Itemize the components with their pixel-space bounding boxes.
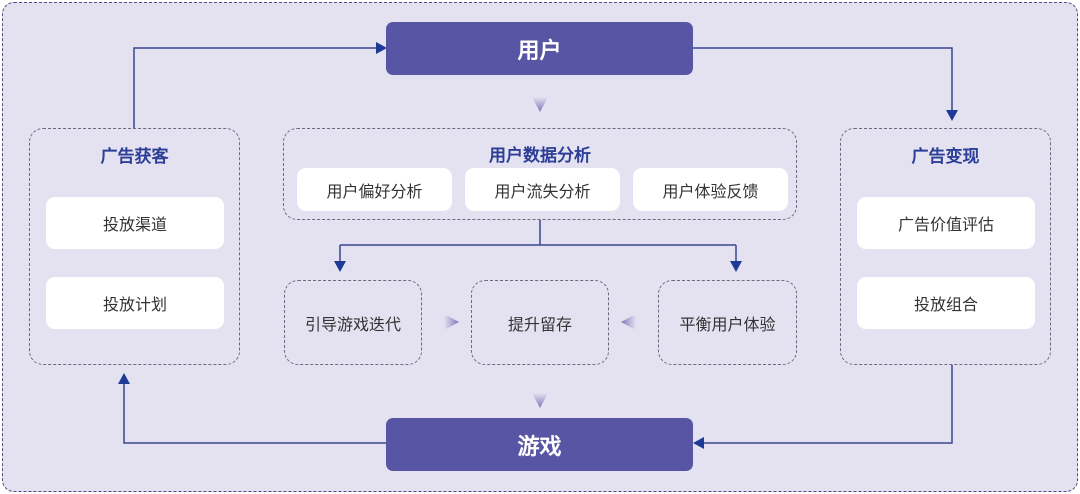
game-node: 游戏 [386,418,693,471]
list-item: 投放组合 [857,277,1035,329]
arrow-head-icon [946,110,958,121]
arrow-head-icon [334,261,346,272]
connector-game-to-acquisition [123,382,386,444]
list-item: 用户偏好分析 [297,168,452,211]
group-title: 用户数据分析 [489,146,591,166]
outcome-box: 提升留存 [471,280,609,365]
connector-monetization-to-game [703,365,953,444]
list-item: 投放渠道 [46,197,224,249]
arrow-head-icon [118,373,130,384]
outcome-box: 引导游戏迭代 [284,280,422,365]
connector-analysis-split [339,220,737,262]
list-item: 用户体验反馈 [633,168,788,211]
group-title: 广告获客 [100,147,169,167]
list-item: 投放计划 [46,277,224,329]
list-item: 用户流失分析 [465,168,620,211]
ad-monetization-group: 广告变现 广告价值评估 投放组合 [840,128,1051,365]
user-node: 用户 [386,22,693,75]
list-item: 广告价值评估 [857,197,1035,249]
group-title: 广告变现 [911,147,980,167]
gradient-triangle-icon [532,97,548,112]
user-data-analysis-group: 用户数据分析 用户偏好分析 用户流失分析 用户体验反馈 [283,128,797,220]
ad-acquisition-group: 广告获客 投放渠道 投放计划 [29,128,240,365]
gradient-triangle-icon [444,314,459,330]
connector-user-to-monetization [693,47,953,112]
connector-acquisition-to-user [133,47,376,128]
gradient-triangle-icon [621,314,636,330]
outcome-box: 平衡用户体验 [658,280,797,365]
gradient-triangle-icon [532,393,548,408]
arrow-head-icon [376,42,387,54]
arrow-head-icon [730,261,742,272]
arrow-head-icon [693,437,704,449]
